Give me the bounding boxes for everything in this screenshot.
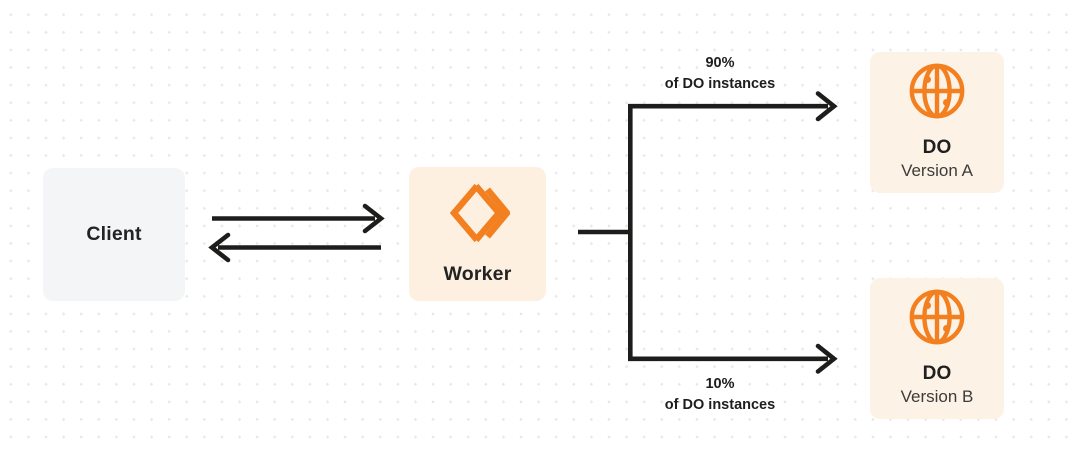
edge-label-do-a-description: of DO instances <box>664 76 776 93</box>
node-do-a-label: DO <box>922 137 952 159</box>
node-do-version-b[interactable]: DO Version B <box>870 278 1004 419</box>
connector-worker-split-trunk <box>578 108 633 357</box>
node-client[interactable]: Client <box>43 168 185 301</box>
node-client-label: Client <box>86 223 142 245</box>
arrow-client-to-worker <box>212 203 385 234</box>
node-do-b-label: DO <box>922 363 952 385</box>
edge-label-do-b: 10% of DO instances <box>595 374 845 416</box>
node-do-version-a[interactable]: DO Version A <box>870 52 1004 193</box>
cloudflare-workers-icon <box>446 182 511 249</box>
edge-label-do-b-percent: 10% <box>705 376 735 392</box>
durable-object-globe-icon <box>908 62 966 125</box>
node-worker[interactable]: Worker <box>409 167 546 301</box>
arrow-worker-to-client <box>208 232 381 263</box>
node-worker-label: Worker <box>443 263 512 285</box>
edge-label-do-b-description: of DO instances <box>664 397 776 414</box>
node-do-b-sublabel: Version B <box>900 386 974 406</box>
edge-label-do-a-percent: 90% <box>705 55 735 71</box>
node-do-a-sublabel: Version A <box>901 160 973 180</box>
durable-object-globe-icon <box>908 288 966 351</box>
arrow-worker-to-do-b <box>628 343 838 374</box>
arrow-worker-to-do-a <box>628 91 838 122</box>
edge-label-do-a: 90% of DO instances <box>595 53 845 95</box>
